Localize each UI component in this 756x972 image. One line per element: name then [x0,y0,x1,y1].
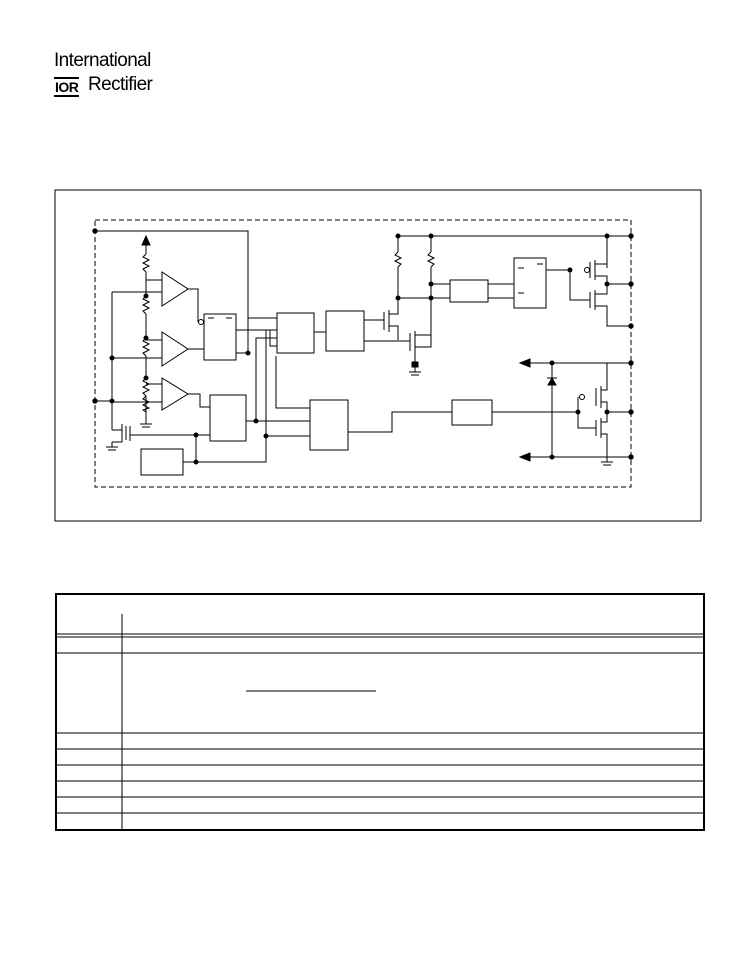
resistor-r2 [141,295,151,315]
gate-driver-block [513,257,547,309]
comparator-1-icon [161,271,189,307]
buffer-block [451,399,493,426]
supply-arrow-icon [141,234,151,246]
comparator-2-icon [161,331,189,367]
company-logo: International IOR Rectifier [54,50,164,98]
logo-line-international: International [54,50,151,71]
resistor-r3 [141,337,151,357]
logic-block-1 [276,312,315,354]
level-shift-block [449,279,489,303]
supply-wire [95,230,249,353]
pin-table [55,593,705,831]
comparator-3-icon [161,377,189,411]
timer-block [209,394,247,442]
figure-frame [54,189,702,522]
latch-block [203,313,237,361]
driver-block-1 [325,310,365,352]
zener-diode-icon [547,376,557,386]
output-arrow-top-icon [518,358,531,368]
logo-word-rectifier: Rectifier [88,74,153,95]
logic-block-2 [309,399,349,451]
logo-badge: IOR [54,77,80,97]
ic-boundary [94,219,632,488]
resistor-r5 [141,395,151,413]
output-arrow-bottom-icon [518,452,531,462]
resistor-r4 [141,377,151,397]
pullup-resistor-2 [426,251,436,268]
oscillator-block [140,448,184,476]
pullup-resistor-1 [393,251,403,268]
resistor-r1 [141,253,151,273]
